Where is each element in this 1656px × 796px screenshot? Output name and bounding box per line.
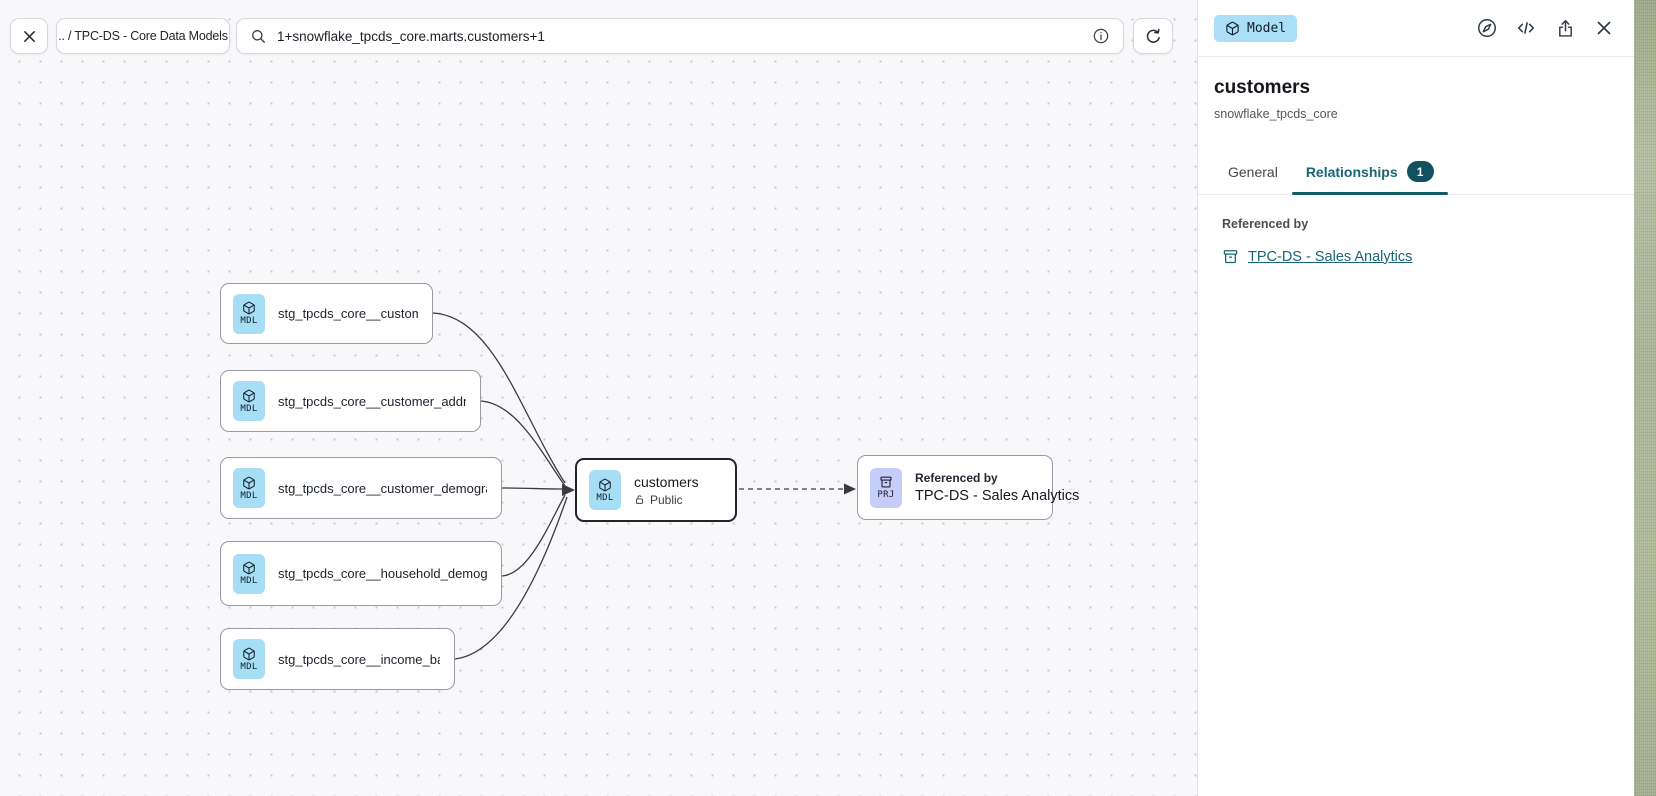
compass-icon xyxy=(1476,17,1498,39)
node-label: stg_tpcds_core__household_demogr… xyxy=(278,566,487,581)
cube-icon xyxy=(598,478,612,492)
info-icon[interactable] xyxy=(1092,27,1110,45)
detail-panel: Model customers snowflake_tpcds_core Gen… xyxy=(1197,0,1634,796)
tab-relationships[interactable]: Relationships 1 xyxy=(1291,149,1448,195)
model-node-stg-customer-address[interactable]: MDL stg_tpcds_core__customer_address xyxy=(220,370,481,432)
lock-open-icon xyxy=(634,494,645,505)
share-button[interactable] xyxy=(1553,16,1577,40)
node-label: stg_tpcds_core__customer_demogra… xyxy=(278,480,487,496)
project-node-sales-analytics[interactable]: PRJ Referenced by TPC-DS - Sales Analyti… xyxy=(857,455,1080,520)
panel-tabs: General Relationships 1 xyxy=(1198,149,1634,195)
node-kicker: Referenced by xyxy=(915,471,998,485)
relationships-tab-content: Referenced by TPC-DS - Sales Analytics xyxy=(1198,195,1634,287)
lineage-canvas[interactable]: .. / TPC-DS - Core Data Models MDL stg_t… xyxy=(0,0,1197,796)
model-node-stg-customer[interactable]: MDL stg_tpcds_core__customer xyxy=(220,283,433,344)
referenced-by-label: Referenced by xyxy=(1222,217,1309,231)
archive-icon xyxy=(1222,248,1239,265)
cube-icon xyxy=(242,301,256,315)
model-type-badge: MDL xyxy=(233,553,265,594)
model-type-badge: MDL xyxy=(233,468,265,508)
archive-icon xyxy=(879,475,893,489)
tab-general[interactable]: General xyxy=(1228,163,1278,180)
search-input[interactable] xyxy=(277,28,1082,44)
cube-icon xyxy=(242,476,256,490)
relationships-count-badge: 1 xyxy=(1406,161,1434,182)
cube-icon xyxy=(242,389,256,403)
detail-panel-header: Model xyxy=(1198,0,1634,57)
code-icon xyxy=(1515,17,1537,39)
panel-title-block: customers snowflake_tpcds_core xyxy=(1198,57,1634,121)
node-label: stg_tpcds_core__customer xyxy=(278,306,418,321)
model-type-badge: MDL xyxy=(589,470,621,510)
lineage-edges xyxy=(432,312,856,660)
cube-icon xyxy=(1225,21,1240,36)
model-node-stg-customer-demographics[interactable]: MDL stg_tpcds_core__customer_demogra… xyxy=(220,457,502,519)
model-node-stg-income-band[interactable]: MDL stg_tpcds_core__income_band xyxy=(220,628,455,690)
model-node-stg-household-demographics[interactable]: MDL stg_tpcds_core__household_demogr… xyxy=(220,541,502,606)
model-type-badge: MDL xyxy=(233,639,265,679)
breadcrumb[interactable]: .. / TPC-DS - Core Data Models xyxy=(56,18,230,54)
close-icon xyxy=(21,28,38,45)
page-subtitle: snowflake_tpcds_core xyxy=(1214,107,1338,121)
referenced-by-link[interactable]: TPC-DS - Sales Analytics xyxy=(1248,248,1413,265)
referenced-by-item[interactable]: TPC-DS - Sales Analytics xyxy=(1222,248,1610,265)
refresh-button[interactable] xyxy=(1133,18,1173,54)
lineage-search[interactable] xyxy=(236,18,1124,54)
close-icon xyxy=(1594,18,1614,38)
node-visibility: Public xyxy=(634,493,699,507)
model-node-customers-selected[interactable]: MDL customers Public xyxy=(575,458,737,522)
close-lineage-button[interactable] xyxy=(10,18,48,54)
desktop-wallpaper-strip xyxy=(1634,0,1656,796)
model-type-badge: MDL xyxy=(233,293,265,334)
cube-icon xyxy=(242,561,256,575)
search-icon xyxy=(250,28,267,45)
node-title: customers xyxy=(634,473,699,490)
refresh-icon xyxy=(1144,27,1163,46)
share-export-icon xyxy=(1555,18,1576,39)
close-panel-button[interactable] xyxy=(1592,16,1616,40)
model-type-badge: MDL xyxy=(233,381,265,421)
node-label: stg_tpcds_core__income_band xyxy=(278,651,440,667)
node-label: stg_tpcds_core__customer_address xyxy=(278,393,466,409)
project-type-badge: PRJ xyxy=(870,467,902,508)
explore-lineage-button[interactable] xyxy=(1475,16,1499,40)
view-code-button[interactable] xyxy=(1514,16,1538,40)
cube-icon xyxy=(242,647,256,661)
page-title: customers xyxy=(1214,77,1311,98)
model-type-chip: Model xyxy=(1214,14,1298,42)
node-label: TPC-DS - Sales Analytics xyxy=(915,488,1080,504)
